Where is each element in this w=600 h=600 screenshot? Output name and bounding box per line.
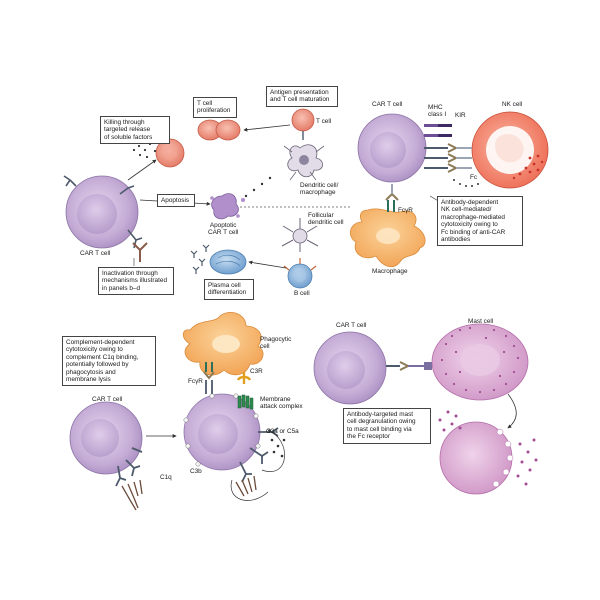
c3b-markers [183, 393, 261, 467]
arrow-c1q-loop [230, 479, 269, 501]
membrane-attack-complex [237, 394, 254, 410]
c1q-left [121, 479, 143, 511]
antibody-a [132, 242, 148, 262]
nk-cell-label: NK cell [502, 101, 523, 108]
arrow-degranulation [507, 393, 517, 429]
car-antibodies-c-left [115, 447, 143, 487]
adcc-box: Antibody-dependent NK cell-mediated/ mac… [437, 196, 523, 247]
fcgr-receptor-c [203, 362, 215, 380]
mhc-label: MHC class I [428, 104, 447, 119]
apoptotic-car-t-label: Apoptotic CAR T cell [208, 222, 239, 237]
mast-cell [431, 323, 529, 401]
follicular-dendritic-label: Follicular dendritic cell [308, 212, 344, 227]
macrophage-label: Macrophage [372, 268, 408, 275]
nk-cell [471, 111, 549, 189]
granule-trail-b [453, 179, 479, 187]
arrow-b-to-plasma [248, 260, 287, 269]
antigen-presentation-box: Antigen presentation and T cell maturati… [266, 86, 338, 107]
car-t-label-d: CAR T cell [336, 322, 367, 329]
car-antibodies-c-right [205, 380, 279, 483]
released-granules [438, 410, 538, 486]
soluble-factors [132, 142, 157, 159]
panel-c [69, 312, 286, 511]
plasma-differentiation-box: Plasma cell differentiation [204, 279, 254, 300]
degranulating-mast-cell [439, 421, 514, 495]
apoptosis-box: Apoptosis [157, 194, 195, 208]
b-cell [283, 258, 317, 289]
car-t-label-a: CAR T cell [80, 250, 111, 257]
phagocytic-cell [182, 312, 264, 376]
t-cell-a [291, 108, 315, 140]
car-t-label-c: CAR T cell [92, 396, 123, 403]
car-t-cell-d [313, 331, 387, 405]
anaphylatoxin-dots [270, 438, 286, 458]
killing-box: Killing through targeted release of solu… [100, 116, 170, 145]
antibodies-free-a [190, 244, 210, 274]
mast-cell-label: Mast cell [468, 318, 494, 325]
car-t-cell-c-left [69, 401, 143, 475]
arrow-t-to-prolif [243, 124, 291, 132]
apoptotic-car-t-cell [210, 193, 245, 220]
panel-a [63, 102, 352, 289]
particle-trail [244, 176, 272, 198]
mast-granules [440, 326, 520, 394]
plasma-cell [209, 249, 247, 275]
b-cell-label: B cell [294, 290, 310, 297]
c1q-right [235, 475, 257, 497]
c3r-receptor [236, 372, 252, 384]
t-cell-label: T cell [316, 118, 332, 125]
c3b-label: C3b [190, 468, 202, 475]
proliferating-t-cell [197, 119, 241, 141]
c3a-label: C3a or C5a [266, 428, 299, 435]
phagocytic-cell-label: Phagocytic cell [260, 336, 292, 351]
nk-granules [512, 154, 544, 180]
t-cell-proliferation-box: T cell proliferation [193, 97, 237, 118]
c1q-label: C1q [160, 474, 172, 481]
car-t-cell-c-right [183, 393, 261, 471]
car-t-cell-b [357, 113, 427, 183]
mac-label: Membrane attack complex [260, 396, 303, 411]
panel-b [349, 111, 549, 268]
car-t-cell-a [65, 175, 139, 249]
arrow-killing [127, 159, 157, 181]
arrow-c3a-loop [261, 429, 285, 472]
mhc-kir-pairs [424, 124, 452, 137]
mast-degranulation-box: Antibody-targeted mast cell degranulatio… [343, 408, 431, 444]
macrophage-b [349, 208, 426, 268]
fcgr-receptor-b [385, 184, 399, 212]
fcgr-label-c: FcγR [188, 378, 203, 385]
cd16-antibody-pairs [424, 143, 472, 173]
panel-d [313, 323, 538, 495]
inactivation-box: Inactivation through mechanisms illustra… [98, 267, 174, 296]
mast-antibody-bridge [386, 361, 432, 371]
dendritic-cell [283, 144, 325, 181]
car-t-label-b: CAR T cell [372, 101, 403, 108]
fcgr-label-b: FcγR [398, 207, 413, 214]
cdc-box: Complement-dependent cytotoxicity owing … [62, 336, 156, 387]
kir-label: KIR [455, 112, 466, 119]
fc-label: Fc [470, 174, 478, 181]
dendritic-cell-label: Dendritic cell/ macrophage [300, 182, 339, 197]
follicular-dendritic-cell [281, 218, 319, 252]
c3r-label: C3R [250, 368, 263, 375]
